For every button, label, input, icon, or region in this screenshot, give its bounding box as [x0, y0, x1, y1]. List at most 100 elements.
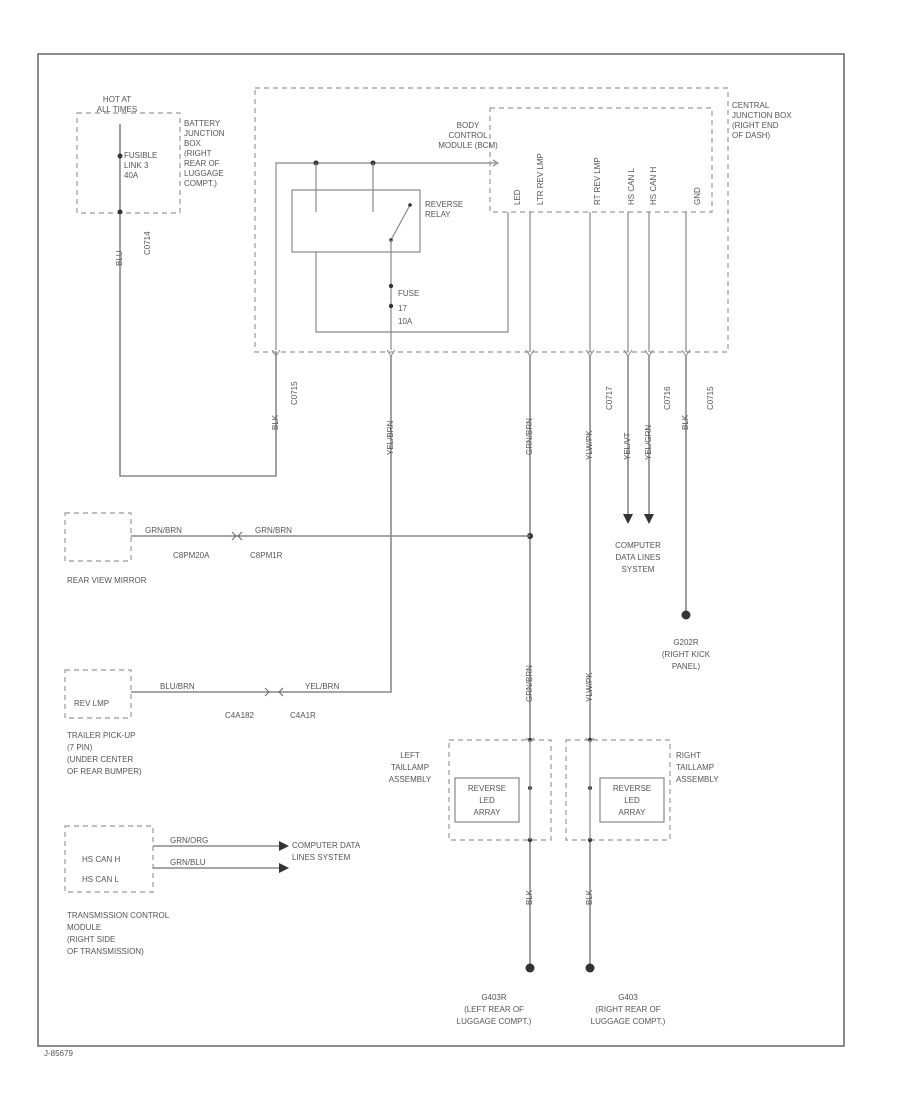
left-led-label: REVERSE — [468, 784, 506, 793]
bcm-pin-label: GND — [693, 187, 702, 205]
bcm-label: BODY CONTROL MODULE (BCM) — [438, 121, 498, 150]
battery-jb-label-line: COMPT.) — [184, 179, 217, 188]
right-taillamp-box — [565, 739, 671, 841]
fuse-terminal — [388, 283, 394, 289]
fusible-link-terminal — [117, 209, 123, 215]
grn-brn-mirror-label: GRN/BRN — [145, 526, 182, 535]
blk-ground-label: BLK — [681, 414, 690, 430]
tcm-label-line: OF TRANSMISSION) — [67, 947, 144, 956]
blk-wire-label: BLK — [271, 414, 280, 430]
left-led-label-3: ARRAY — [474, 808, 502, 817]
g-kick-location-2: PANEL) — [672, 662, 701, 671]
bcm-pin-label: HS CAN L — [627, 168, 636, 205]
cjb-feed-bus — [275, 162, 490, 350]
battery-jb-label-line: REAR OF — [184, 159, 220, 168]
trailer-label-line: TRAILER PICK-UP — [67, 731, 135, 740]
g-left-location: (LEFT REAR OF — [464, 1005, 524, 1014]
grn-brn-tail-wire-label: GRN/BRN — [525, 665, 534, 702]
bcm-pin-label: LTR REV LMP — [536, 153, 545, 205]
hot-at-label: HOT AT — [103, 95, 131, 104]
tcm-label-line: TRANSMISSION CONTROL — [67, 911, 170, 920]
bcm-label-line: CONTROL — [448, 131, 488, 140]
left-led-label-2: LED — [479, 796, 495, 805]
right-ground-wire-label: BLK — [585, 889, 594, 905]
hot-at-label-2: ALL TIMES — [97, 105, 137, 114]
left-ground-symbol — [525, 963, 535, 973]
cjb-label: CENTRAL JUNCTION BOX (RIGHT END OF DASH) — [732, 101, 792, 140]
g-left-location-2: LUGGAGE COMPT.) — [457, 1017, 532, 1026]
right-led-label: REVERSE — [613, 784, 651, 793]
bcm-box — [489, 107, 713, 213]
right-led-label-2: LED — [624, 796, 640, 805]
tcm-label: TRANSMISSION CONTROL MODULE (RIGHT SIDE … — [67, 911, 170, 956]
computer-data-label-2: COMPUTER DATA — [292, 841, 361, 850]
tcm-can-l-arrow — [279, 863, 289, 873]
trailer-connector-2: C4A1R — [290, 711, 316, 720]
relay-switch-contact — [390, 204, 411, 241]
trailer-label: TRAILER PICK-UP (7 PIN) (UNDER CENTER OF… — [67, 731, 142, 776]
tcm-can-h-arrow — [279, 841, 289, 851]
battery-jb-label-line: LUGGAGE — [184, 169, 224, 178]
c0714-label: C0714 — [143, 231, 152, 255]
right-ground-symbol — [585, 963, 595, 973]
trailer-label-line: (UNDER CENTER — [67, 755, 133, 764]
right-led-label-3: ARRAY — [619, 808, 647, 817]
connector-mark — [271, 349, 281, 357]
tcm-label-line: MODULE — [67, 923, 101, 932]
ground-symbol — [681, 610, 691, 620]
c0717-label: C0717 — [605, 386, 614, 410]
fusible-link-rating: 40A — [124, 171, 139, 180]
left-taillamp-label-line: LEFT — [400, 751, 420, 760]
diagram-id: J-85679 — [44, 1049, 73, 1058]
bcm-label-line: MODULE (BCM) — [438, 141, 498, 150]
blu-wire-color-label: BLU — [115, 250, 124, 266]
left-taillamp-label-line: ASSEMBLY — [389, 775, 432, 784]
battery-junction-box — [76, 112, 181, 214]
battery-jb-label-line: (RIGHT — [184, 149, 212, 158]
trailer-label-line: OF REAR BUMPER) — [67, 767, 142, 776]
trailer-connector-mark — [264, 687, 284, 697]
mirror-connector-mark — [231, 531, 243, 541]
fusible-link-terminal — [117, 153, 123, 159]
c0715-label: C0715 — [290, 381, 299, 405]
battery-jb-label-line: BATTERY — [184, 119, 221, 128]
fuse-label: FUSE — [398, 289, 419, 298]
left-reverse-led-array — [454, 777, 520, 823]
computer-data-label-1: COMPUTER DATA LINES SYSTEM — [615, 541, 661, 574]
yel-grn-wire-label: YEL/GRN — [644, 425, 653, 460]
rear-view-mirror-label: REAR VIEW MIRROR — [67, 576, 147, 585]
ylw-pk-tail-wire-label: YLW/PK — [585, 672, 594, 702]
tcm-box — [64, 825, 154, 893]
tcm-pin-can-l: HS CAN L — [82, 875, 119, 884]
yel-brn-trailer-wire-label: YEL/BRN — [305, 682, 339, 691]
g-right-location: (RIGHT REAR OF — [595, 1005, 660, 1014]
c0716-label: C0716 — [663, 386, 672, 410]
reverse-relay-label: REVERSE — [425, 200, 463, 209]
computer-data-label-2b: LINES SYSTEM — [292, 853, 351, 862]
c0715b-label: C0715 — [706, 386, 715, 410]
right-taillamp-label-line: TAILLAMP — [676, 763, 714, 772]
relay-to-bcm-wire — [315, 212, 509, 333]
left-taillamp-box — [448, 739, 552, 841]
trailer-pin-label: REV LMP — [74, 699, 109, 708]
reverse-relay-label-2: RELAY — [425, 210, 451, 219]
g-right-name: G403 — [618, 993, 638, 1002]
left-ground-wire-label: BLK — [525, 889, 534, 905]
rear-view-mirror-box — [64, 512, 132, 562]
connector-mark — [386, 349, 396, 357]
left-led-connector-mark — [525, 737, 535, 743]
right-reverse-led-array — [599, 777, 665, 823]
computer-data-label-line: DATA LINES — [615, 553, 660, 562]
fusible-link-label: FUSIBLE — [124, 151, 157, 160]
bcm-pin-label: LED — [513, 189, 522, 205]
mirror-connector-2: C8PM1R — [250, 551, 283, 560]
cjb-label-line: CENTRAL — [732, 101, 770, 110]
fusible-link-label-2: LINK 3 — [124, 161, 149, 170]
right-taillamp-label-line: RIGHT — [676, 751, 701, 760]
trailer-connector-1: C4A182 — [225, 711, 254, 720]
yel-vt-wire-label: YEL/VT — [623, 432, 632, 460]
cjb-label-line: OF DASH) — [732, 131, 771, 140]
battery-jb-label-line: BOX — [184, 139, 202, 148]
central-junction-box — [254, 87, 729, 353]
